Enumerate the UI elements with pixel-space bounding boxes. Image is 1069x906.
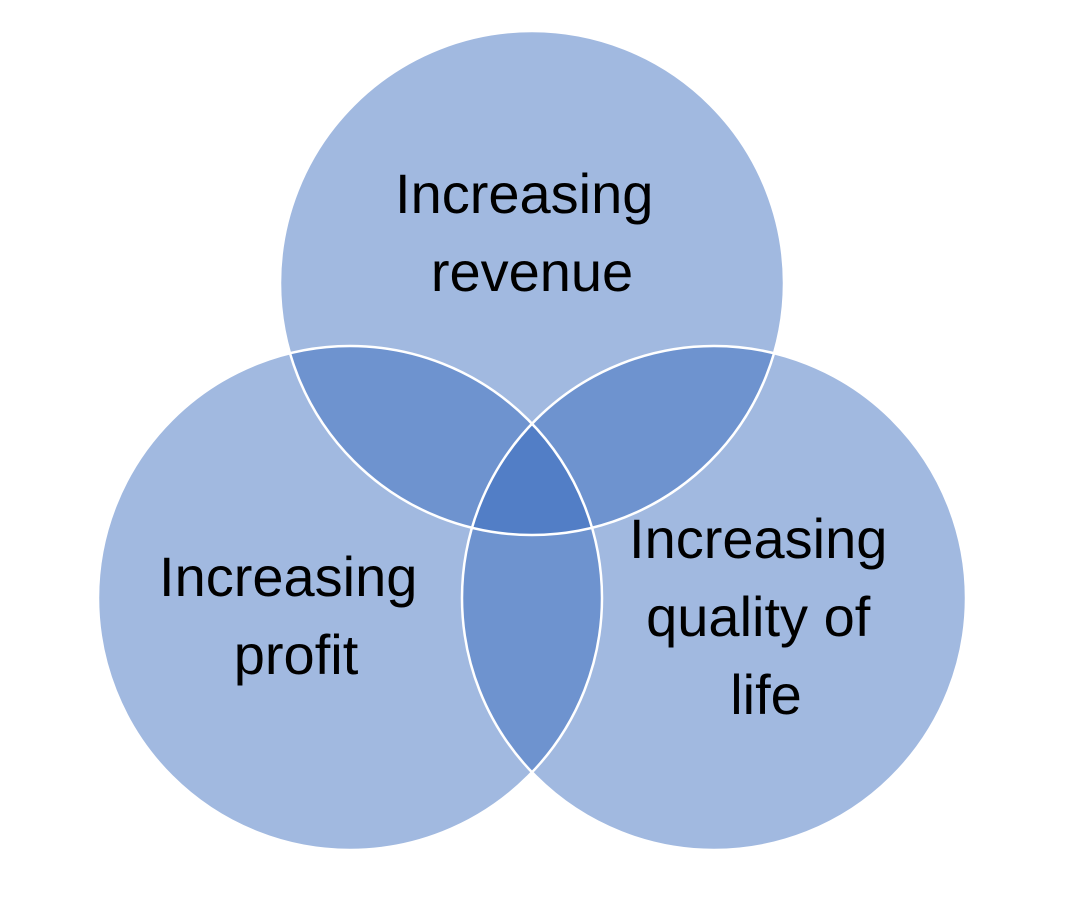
circle-profit bbox=[98, 346, 602, 850]
label-revenue: Increasing revenue bbox=[395, 162, 669, 303]
label-revenue-line-2: revenue bbox=[431, 240, 633, 303]
label-quality-line-2: quality of bbox=[646, 585, 871, 648]
circle-quality-outline bbox=[460, 344, 968, 852]
circle-quality bbox=[462, 346, 966, 850]
circle-revenue-outline bbox=[278, 29, 786, 537]
circle-fills bbox=[98, 31, 966, 850]
circle-profit-outline bbox=[96, 344, 604, 852]
circle-revenue bbox=[280, 31, 784, 535]
label-revenue-line-1: Increasing bbox=[395, 162, 653, 225]
label-quality-line-1: Increasing bbox=[629, 507, 887, 570]
label-profit-line-2: profit bbox=[234, 623, 359, 686]
circle-outlines bbox=[96, 29, 968, 852]
label-profit: Increasing profit bbox=[159, 545, 433, 686]
label-quality: Increasing quality of life bbox=[629, 507, 903, 726]
label-quality-line-3: life bbox=[730, 663, 802, 726]
label-profit-line-1: Increasing bbox=[159, 545, 417, 608]
